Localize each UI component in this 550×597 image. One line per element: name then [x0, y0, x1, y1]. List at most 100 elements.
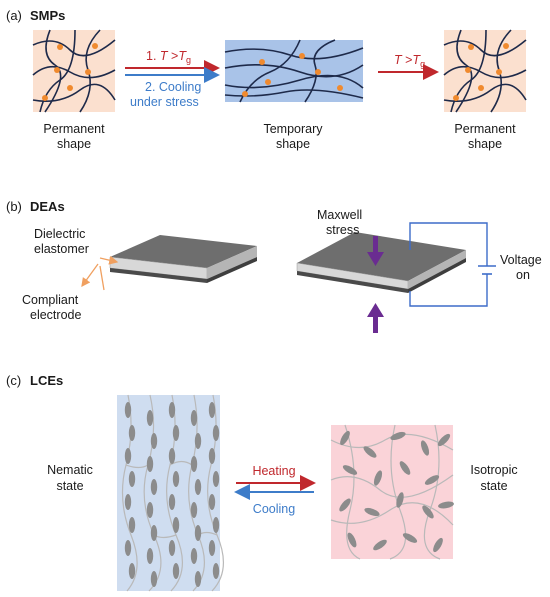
mesogen: [363, 446, 377, 458]
mesogen: [146, 456, 154, 472]
panel-c: (c) LCEs: [6, 373, 518, 592]
temporary-network: [224, 39, 364, 103]
mesogen: [208, 402, 216, 418]
mesogen: [208, 540, 216, 556]
perm1-line2: shape: [57, 137, 91, 151]
dielectric-line1: Dielectric: [34, 227, 85, 241]
maxwell-arrow-up: [367, 303, 384, 333]
mesogen: [437, 433, 451, 447]
mesogen: [212, 425, 220, 441]
isotropic-line2: state: [480, 479, 507, 493]
mesogen: [190, 548, 198, 564]
step2-label-line2: under stress: [130, 95, 199, 109]
mesogen: [150, 479, 158, 495]
mesogen: [172, 425, 180, 441]
mesogen: [146, 548, 154, 564]
step1-label: 1. T >Tg: [146, 49, 191, 65]
mesogen: [396, 492, 404, 508]
mesogen: [190, 410, 198, 426]
compliant-leader-1: [81, 263, 99, 288]
heating-label: Heating: [252, 464, 295, 478]
mesogen: [150, 433, 158, 449]
mesogen: [212, 517, 220, 533]
panel-a: (a) SMPs 1. T >Tg 2. Cooling under s: [6, 8, 527, 151]
mesogen: [422, 505, 434, 519]
mesogen: [168, 540, 176, 556]
mesogen: [150, 571, 158, 587]
mesogen: [347, 532, 357, 548]
perm1-line1: Permanent: [43, 122, 105, 136]
mesogen: [339, 498, 351, 512]
perm2-line2: shape: [468, 137, 502, 151]
mesogen: [390, 431, 406, 441]
mesogen: [208, 448, 216, 464]
circuit-top-wire: [409, 222, 488, 266]
mesogen: [194, 571, 202, 587]
dea-slab-on: [296, 232, 466, 293]
mesogen: [190, 456, 198, 472]
voltage-line1: Voltage: [500, 253, 542, 267]
panel-c-letter: (c): [6, 373, 21, 388]
mesogen: [190, 502, 198, 518]
mesogen: [172, 517, 180, 533]
perm2-line1: Permanent: [454, 122, 516, 136]
mesogen: [150, 525, 158, 541]
mesogen: [424, 475, 440, 485]
permanent-network-2: [443, 29, 527, 113]
compliant-line2: electrode: [30, 308, 81, 322]
compliant-line1: Compliant: [22, 293, 79, 307]
mesogen: [128, 517, 136, 533]
nematic-line2: state: [56, 479, 83, 493]
mesogen: [373, 539, 387, 551]
isotropic-block: [330, 424, 454, 560]
voltage-line2: on: [516, 268, 530, 282]
mesogen: [172, 563, 180, 579]
circuit-bottom-wire: [409, 274, 488, 307]
mesogen: [364, 507, 380, 517]
nematic-block: [117, 394, 224, 592]
dea-slab-off: [109, 235, 257, 283]
mesogen: [399, 461, 411, 475]
compliant-leader-2: [99, 265, 105, 291]
mesogen: [128, 425, 136, 441]
maxwell-arrow-down: [367, 236, 384, 266]
mesogen: [433, 537, 443, 553]
mesogen: [168, 402, 176, 418]
mesogen: [124, 448, 132, 464]
panel-c-title: LCEs: [30, 373, 63, 388]
mesogen: [168, 494, 176, 510]
panel-a-title: SMPs: [30, 8, 65, 23]
mesogen: [172, 471, 180, 487]
panel-b: (b) DEAs Dielectric elastomer Compliant …: [6, 199, 542, 333]
mesogen: [146, 502, 154, 518]
mesogen: [402, 533, 418, 543]
dielectric-leader: [99, 255, 119, 265]
heating-label-2: T >Tg: [394, 53, 425, 69]
maxwell-line2: stress: [326, 223, 359, 237]
mesogen: [124, 540, 132, 556]
mesogen: [168, 448, 176, 464]
mesogen: [212, 563, 220, 579]
mesogen: [128, 563, 136, 579]
mesogen: [342, 465, 358, 475]
panel-a-letter: (a): [6, 8, 22, 23]
maxwell-line1: Maxwell: [317, 208, 362, 222]
panel-b-title: DEAs: [30, 199, 65, 214]
permanent-network-1: [32, 29, 116, 113]
mesogen: [212, 471, 220, 487]
panel-b-letter: (b): [6, 199, 22, 214]
mesogen: [124, 402, 132, 418]
isotropic-line1: Isotropic: [470, 463, 517, 477]
mesogen: [128, 471, 136, 487]
mesogen: [194, 525, 202, 541]
mesogen: [373, 470, 383, 486]
mesogen: [146, 410, 154, 426]
nematic-line1: Nematic: [47, 463, 93, 477]
cooling-label: Cooling: [253, 502, 295, 516]
mesogen: [438, 501, 454, 509]
mesogen: [208, 494, 216, 510]
step2-label-line1: 2. Cooling: [145, 80, 201, 94]
temp-line2: shape: [276, 137, 310, 151]
mesogen: [340, 430, 350, 446]
